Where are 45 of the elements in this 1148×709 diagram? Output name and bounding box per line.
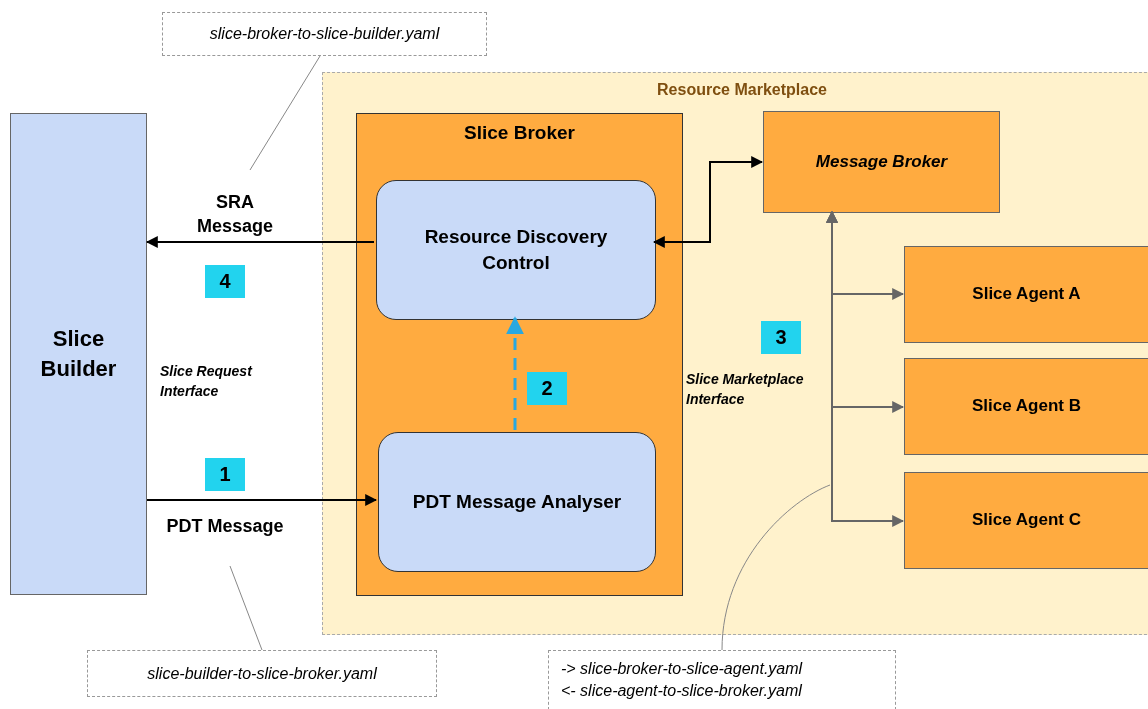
- leader-line: [721, 484, 831, 651]
- interface-label: Slice Marketplace Interface: [686, 370, 805, 409]
- leader-line: [249, 55, 321, 171]
- component-box: [904, 472, 1148, 569]
- arrow: [146, 494, 378, 506]
- component-box: [904, 246, 1148, 343]
- file-name: slice-broker-to-slice-builder.yaml: [209, 24, 440, 45]
- step-number: 4: [219, 269, 231, 294]
- process-box: [376, 180, 656, 320]
- edge-label: SRA Message: [195, 191, 274, 239]
- step-number: 2: [541, 376, 553, 401]
- file-name: <- slice-agent-to-slice-broker.yaml: [561, 681, 802, 701]
- step-badge: [761, 321, 801, 354]
- component-box: [763, 111, 1000, 213]
- region-box: [322, 72, 1148, 635]
- node-label: Slice Agent A: [972, 283, 1081, 306]
- component-box: [356, 113, 683, 596]
- edge-label: PDT Message: [165, 515, 285, 538]
- component-box: [10, 113, 147, 595]
- step-number: 3: [775, 325, 787, 350]
- region-title: Slice Broker: [464, 121, 575, 145]
- arrow: [826, 210, 905, 527]
- file-note: [87, 650, 437, 697]
- file-name: slice-builder-to-slice-broker.yaml: [147, 663, 377, 684]
- file-note: [162, 12, 487, 56]
- node-label: Slice Agent B: [972, 395, 1081, 418]
- component-box: [904, 358, 1148, 455]
- arrow: [145, 236, 375, 248]
- region-title: Resource Marketplace: [657, 80, 827, 100]
- step-badge: [527, 372, 567, 405]
- step-number: 1: [219, 462, 231, 487]
- node-label: Slice Builder: [39, 325, 118, 383]
- file-name: -> slice-broker-to-slice-agent.yaml: [561, 659, 803, 680]
- interface-label: Slice Request Interface: [160, 362, 254, 401]
- arrow: [652, 156, 764, 248]
- process-box: [378, 432, 656, 572]
- node-label: Slice Agent C: [972, 509, 1081, 532]
- leader-line: [229, 565, 263, 651]
- node-label: Message Broker: [815, 150, 948, 173]
- arrow: [506, 316, 524, 430]
- node-label: PDT Message Analyser: [412, 490, 622, 515]
- step-badge: [205, 265, 245, 298]
- node-label: Resource Discovery Control: [423, 225, 609, 275]
- step-badge: [205, 458, 245, 491]
- file-note: [548, 650, 896, 709]
